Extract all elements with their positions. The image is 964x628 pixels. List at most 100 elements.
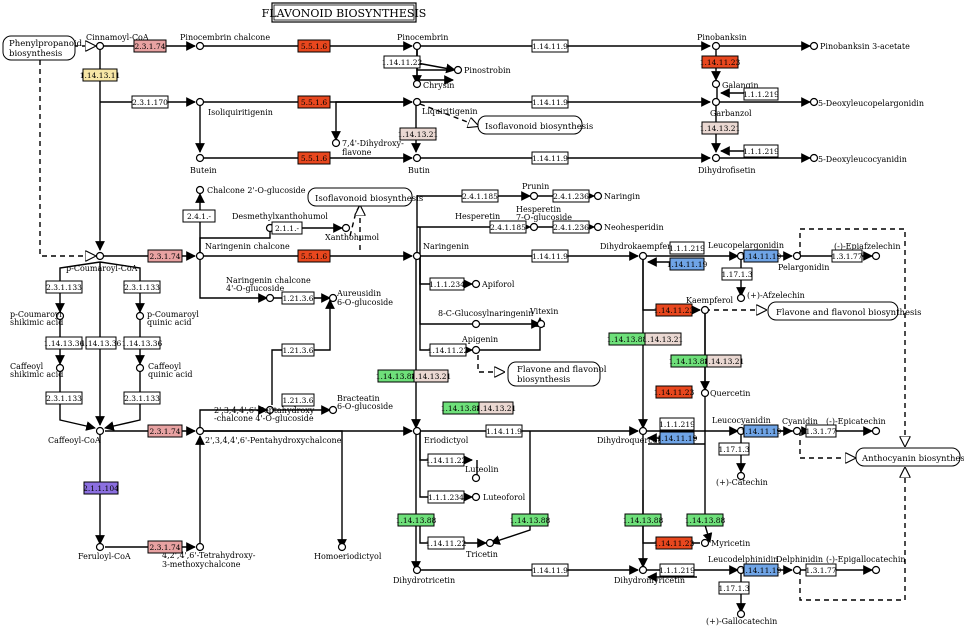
enzyme-box-23174-b[interactable] (147, 249, 183, 263)
enzyme-box-1141123-c[interactable] (655, 385, 693, 399)
map-flavone-flavonol-box-2[interactable] (507, 361, 601, 387)
cpd-leucopelargonidin[interactable]: Leucopelargonidin (708, 241, 784, 250)
enzyme-box-1141321-d[interactable] (413, 369, 449, 383)
enzyme-box-241236-b[interactable] (552, 220, 590, 234)
cpd-pinostrobin[interactable]: Pinostrobin (464, 66, 511, 75)
cpd-peptahydroxy-1[interactable]: 2',3,4,4',6'-Peptahydroxy (214, 406, 315, 415)
enzyme-box-1141388-h[interactable] (686, 513, 724, 527)
cpd-leucocyanidin[interactable]: Leucocyanidin (712, 416, 771, 425)
enzyme-box-1141388-f[interactable] (511, 513, 549, 527)
enzyme-box-1141321-a[interactable] (399, 127, 437, 141)
enzyme-box-111219-d[interactable] (659, 417, 695, 431)
enzyme-box-11713-c[interactable] (718, 581, 750, 595)
enzyme-box-114119-a[interactable] (531, 39, 569, 53)
cpd-galangin[interactable]: Galangin (722, 81, 758, 90)
enzyme-box-111234-b[interactable] (427, 490, 465, 504)
cpd-apiforol[interactable]: Apiforol (481, 280, 515, 289)
enzyme-box-1141122-a[interactable] (383, 55, 421, 69)
enzyme-box-1141119-e[interactable] (743, 563, 779, 577)
enzyme-box-114119-e[interactable] (485, 424, 523, 438)
enzyme-box-111234-a[interactable] (429, 277, 465, 291)
enzyme-box-1141311[interactable] (82, 68, 118, 82)
enzyme-box-13177-a[interactable] (831, 249, 863, 263)
enzyme-box-23174-c[interactable] (147, 424, 183, 438)
cpd-pinocembrin[interactable]: Pinocembrin (397, 33, 448, 42)
cpd-tetrahydroxy-2[interactable]: 3-methoxychalcone (162, 560, 241, 569)
cpd-hesperetin[interactable]: Hesperetin (455, 212, 500, 221)
cpd-hesperetin-glucoside-2[interactable]: 7-O-glucoside (516, 213, 572, 222)
enzyme-box-11713-a[interactable] (721, 267, 753, 281)
cpd-dihydroxyflavone-2[interactable]: flavone (342, 148, 372, 157)
cpd-myricetin[interactable]: Myricetin (711, 539, 750, 548)
cpd-aureusidin-glucoside-2[interactable]: 6-O-glucoside (337, 298, 393, 307)
cpd-dihydrokaempferol[interactable]: Dihydrokaempferol (600, 242, 679, 251)
enzyme-box-1141321-c[interactable] (706, 354, 742, 368)
cpd-p-coumaroyl-quinic-1[interactable]: p-Coumaroyl (147, 310, 199, 319)
map-isoflavonoid-box-1[interactable] (477, 115, 583, 135)
cpd-pinocembrin-chalcone[interactable]: Pinocembrin chalcone (180, 33, 270, 42)
enzyme-box-121136-a[interactable] (281, 291, 315, 305)
enzyme-box-11713-b[interactable] (718, 442, 750, 456)
cpd-butin[interactable]: Butin (408, 166, 430, 175)
cpd-xanthohumol[interactable]: Xanthohumol (325, 233, 380, 242)
cpd-epigallocatechin[interactable]: (-)-Epigallocatechin (826, 555, 906, 564)
enzyme-box-1141123-d[interactable] (655, 536, 693, 550)
cpd-tricetin[interactable]: Tricetin (466, 550, 498, 559)
cpd-bracteatin-2[interactable]: 6-O-glucoside (337, 402, 393, 411)
cpd-prunin[interactable]: Prunin (522, 182, 549, 191)
enzyme-box-1141122-c[interactable] (427, 453, 465, 467)
enzyme-box-1141336-a[interactable] (45, 336, 83, 350)
cpd-epicatechin[interactable]: (-)-Epicatechin (826, 417, 886, 426)
enzyme-box-1141123-b[interactable] (655, 303, 693, 317)
cpd-chrysin[interactable]: Chrysin (423, 81, 454, 90)
cpd-vitexin[interactable]: Vitexin (529, 307, 558, 316)
cpd-p-coumaroyl-coa[interactable]: p-Coumaroyl-CoA (66, 264, 138, 273)
enzyme-box-121136-b[interactable] (281, 343, 315, 357)
cpd-caffeoyl-coa[interactable]: Caffeoyl-CoA (48, 436, 101, 445)
enzyme-box-1141119-c[interactable] (659, 431, 695, 445)
map-phenylpropanoid-box[interactable] (2, 35, 76, 61)
cpd-gallocatechin[interactable]: (+)-Gallocatechin (706, 617, 777, 626)
enzyme-box-13177-b[interactable] (805, 424, 837, 438)
cpd-cinnamoyl-coa[interactable]: Cinnamoyl-CoA (86, 33, 149, 42)
cpd-naringenin[interactable]: Naringenin (423, 242, 469, 251)
cpd-caffeoyl-shikimic-2[interactable]: shikimic acid (10, 370, 63, 379)
cpd-eriodictyol[interactable]: Eriodictyol (424, 436, 469, 445)
cpd-caffeoyl-quinic-1[interactable]: Caffeoyl (148, 362, 182, 371)
enzyme-box-231133-c[interactable] (45, 391, 83, 405)
cpd-delphinidin[interactable]: Delphinidin (776, 555, 823, 564)
cpd-afzelechin[interactable]: (+)-Afzelechin (747, 291, 805, 300)
cpd-quercetin[interactable]: Quercetin (710, 389, 750, 398)
cpd-apigenin[interactable]: Apigenin (461, 335, 498, 344)
cpd-luteoforol[interactable]: Luteoforol (483, 493, 526, 502)
enzyme-box-1141321-b-top[interactable] (701, 121, 739, 135)
cpd-pinobanksin[interactable]: Pinobanksin (697, 33, 747, 42)
cpd-luteolin[interactable]: Luteolin (465, 465, 499, 474)
cpd-peptahydroxy-2[interactable]: -chalcone 4'-O-glucoside (214, 414, 314, 423)
cpd-aureusidin-glucoside-1[interactable]: Aureusidin (336, 289, 381, 298)
cpd-tetrahydroxy-1[interactable]: 4,2',4',6'-Tetrahydroxy- (162, 551, 256, 560)
enzyme-box-1141122-d[interactable] (427, 536, 465, 550)
cpd-kaempferol[interactable]: Kaempferol (686, 296, 734, 305)
enzyme-box-5516-d[interactable] (297, 249, 331, 263)
cpd-naringenin-chalcone-glucoside-2[interactable]: 4'-O-glucoside (226, 284, 284, 293)
cpd-liquiritigenin[interactable]: Liquiritigenin (422, 107, 478, 116)
enzyme-box-1141336-b[interactable] (123, 336, 161, 350)
map-flavone-flavonol-box-1[interactable] (767, 301, 899, 321)
cpd-hesperetin-glucoside-1[interactable]: Hesperetin (516, 205, 561, 214)
enzyme-box-1141388-e[interactable] (397, 513, 435, 527)
cpd-desmethylxanthohumol[interactable]: Desmethylxanthohumol (232, 212, 328, 221)
cpd-deoxyleucopelargonidin[interactable]: 5-Deoxyleucopelargonidin (818, 99, 924, 108)
enzyme-box-1141119-d[interactable] (743, 424, 779, 438)
cpd-catechin[interactable]: (+)-Catechin (716, 478, 768, 487)
enzyme-box-1141123-a[interactable] (701, 55, 739, 69)
cpd-c-glucosylnaringenin[interactable]: 8-C-Glucosylnaringenin (438, 309, 533, 318)
cpd-pinobanksin-acetate[interactable]: Pinobanksin 3-acetate (820, 42, 910, 51)
cpd-caffeoyl-shikimic-1[interactable]: Caffeoyl (10, 362, 44, 371)
enzyme-box-211-a[interactable] (271, 221, 303, 235)
cpd-cyanidin[interactable]: Cyanidin (782, 417, 818, 426)
cpd-feruloyl-coa[interactable]: Feruloyl-CoA (78, 552, 131, 561)
enzyme-box-1141122-b[interactable] (429, 343, 467, 357)
cpd-butein[interactable]: Butein (190, 166, 217, 175)
cpd-pentahydroxychalcone[interactable]: 2',3,4,4',6'-Pentahydroxychalcone (205, 436, 342, 445)
